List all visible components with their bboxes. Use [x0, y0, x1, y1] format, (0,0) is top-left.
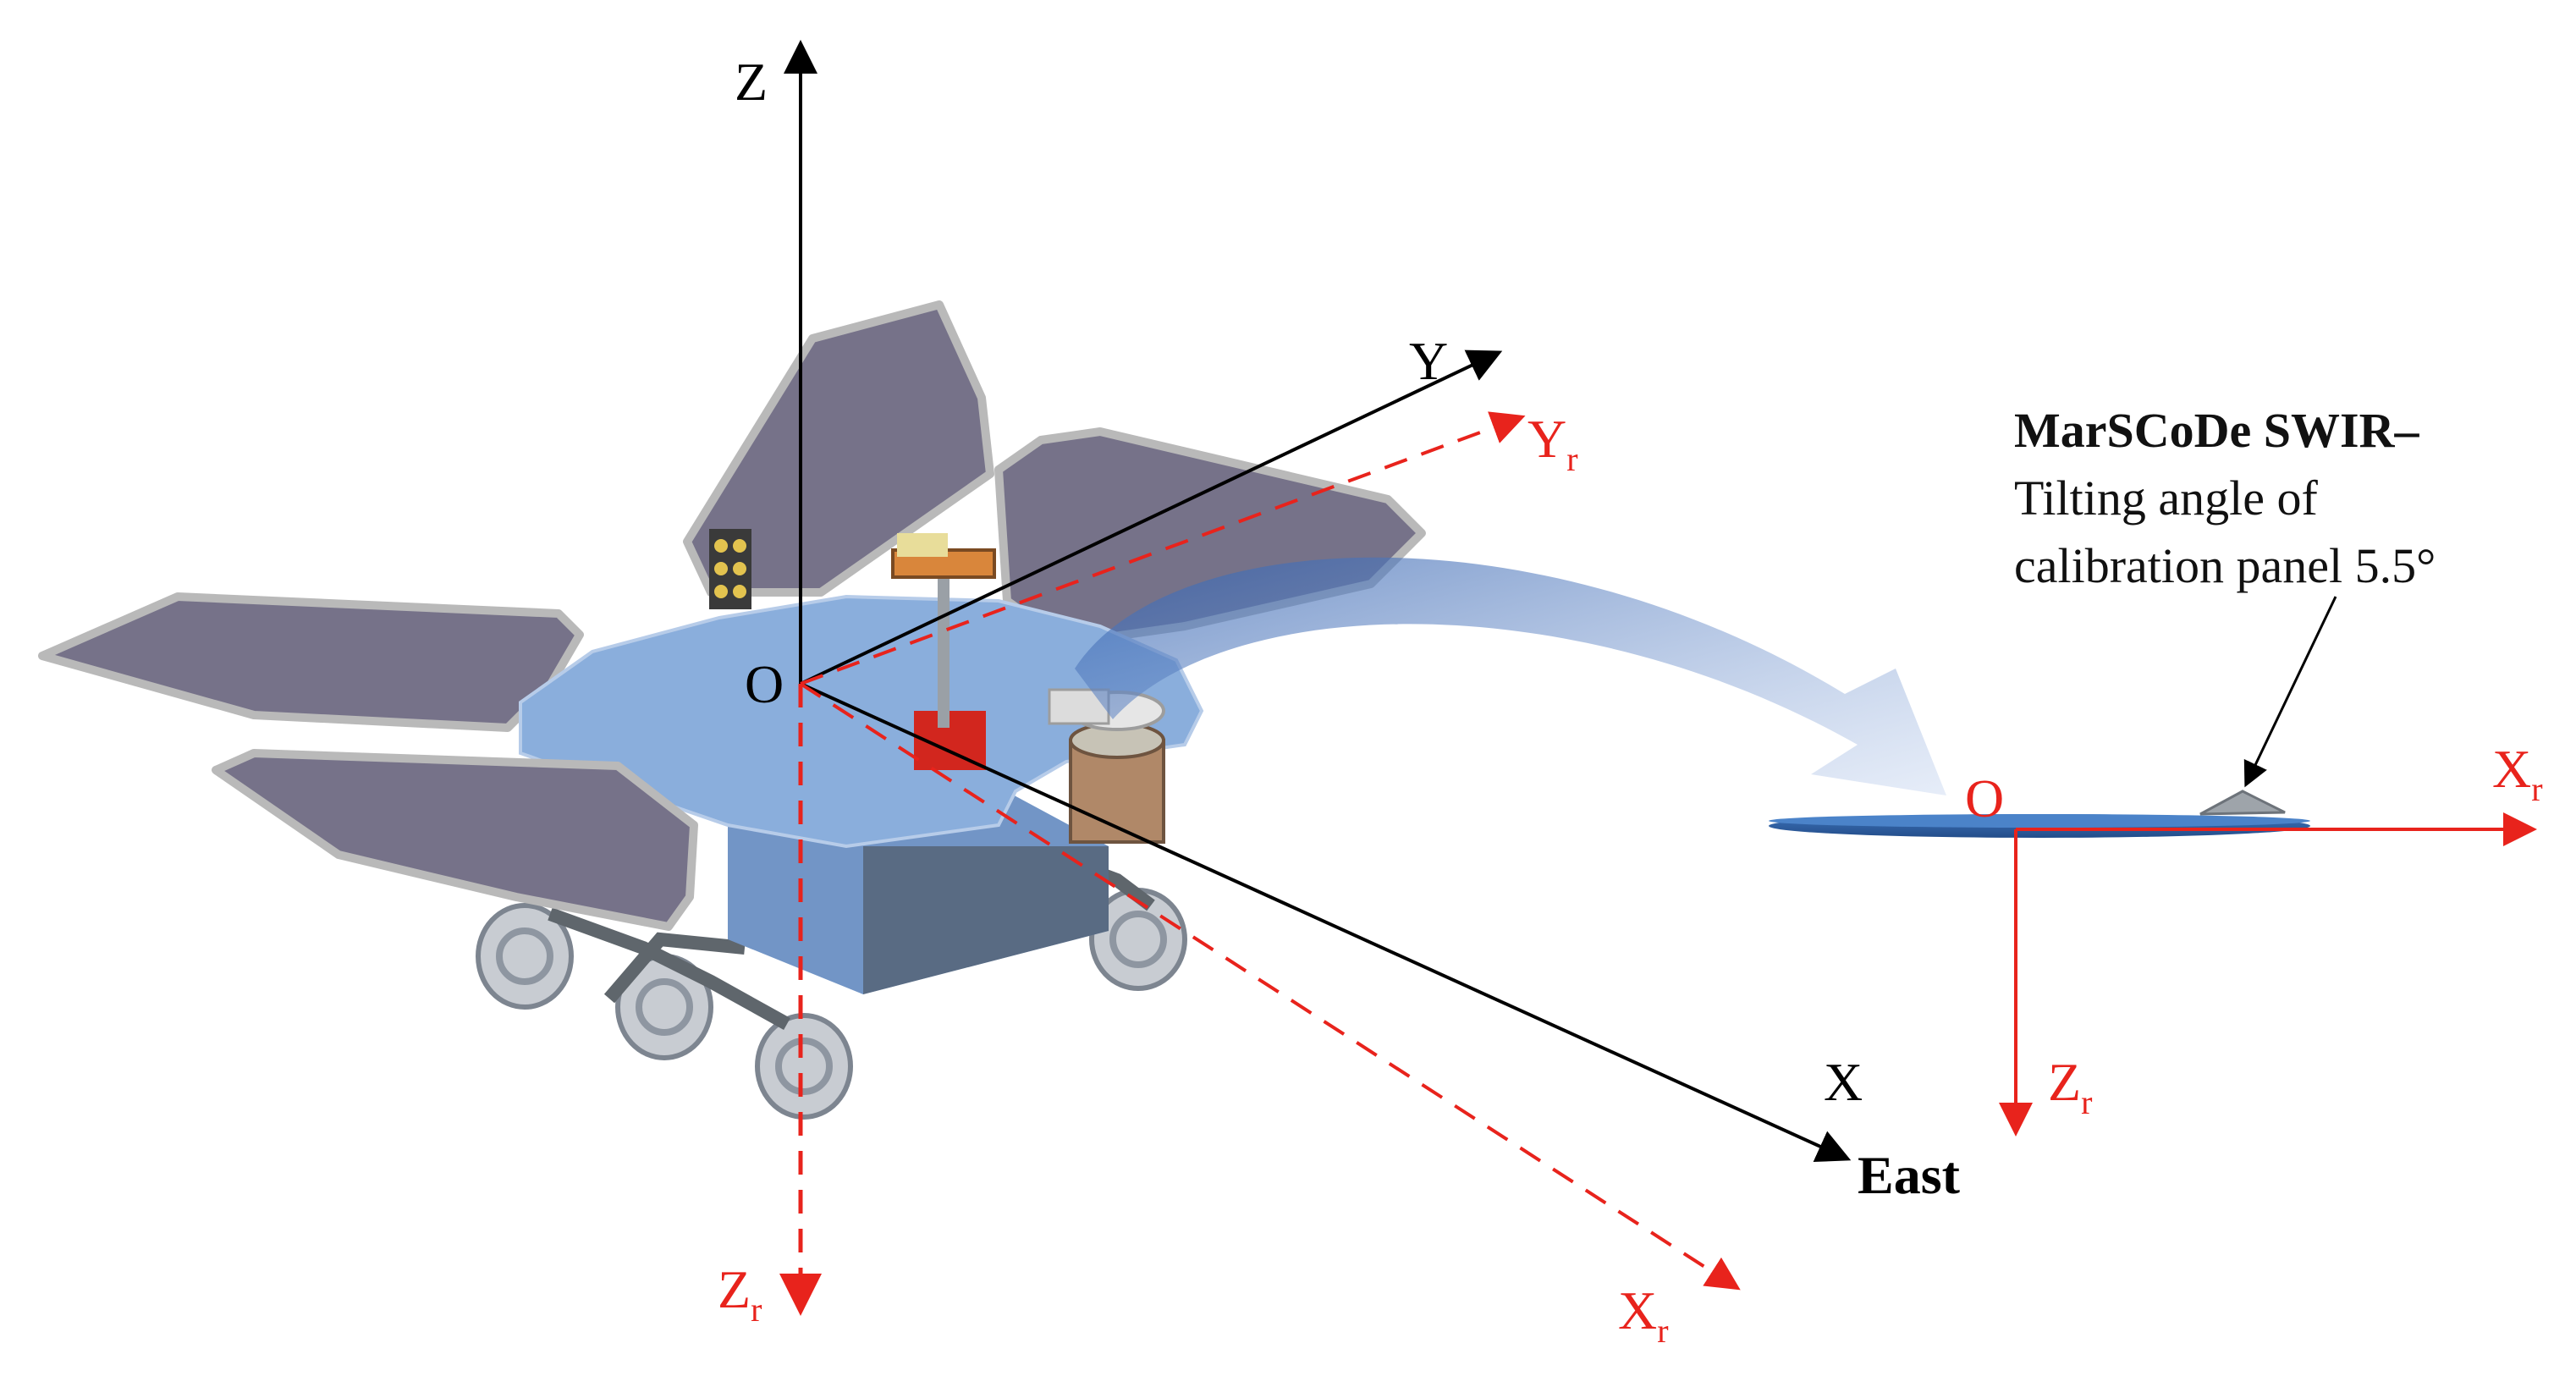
panel-xr-label: Xr: [2492, 739, 2543, 808]
y-axis: [800, 350, 1503, 685]
z-axis-label: Z: [735, 52, 768, 112]
calibration-panel-icon: [1769, 596, 2337, 838]
world-axes: [784, 40, 1852, 1162]
panel-origin-label: O: [1965, 768, 2004, 828]
solar-panel-left: [38, 592, 584, 732]
yr-label: Yr: [1527, 409, 1578, 478]
east-label: East: [1858, 1145, 1961, 1205]
yr-axis: [800, 411, 1526, 685]
panel-axes: [1999, 812, 2537, 1137]
origin-label: O: [745, 654, 784, 714]
xr-axis: [799, 682, 1741, 1291]
xr-label: Xr: [1618, 1280, 1669, 1350]
annotation-title: MarSCoDe SWIR–: [2014, 403, 2419, 458]
y-axis-label: Y: [1409, 331, 1448, 391]
solar-panel-front-left: [212, 749, 698, 931]
annotation-line-1: Tilting angle of: [2014, 471, 2318, 526]
annotation-line-2: calibration panel 5.5°: [2014, 538, 2436, 593]
rover-deck: [519, 594, 1204, 849]
x-axis: [800, 682, 1852, 1162]
panel-zr-label: Zr: [2048, 1052, 2092, 1121]
curved-arrow-icon: [1075, 557, 1946, 795]
annotation-pointer: [2243, 596, 2337, 788]
x-axis-label: X: [1824, 1052, 1863, 1112]
rover-axes: [779, 411, 1741, 1316]
mars-rover-icon: [38, 300, 1426, 1120]
zr-label: Zr: [718, 1259, 762, 1329]
